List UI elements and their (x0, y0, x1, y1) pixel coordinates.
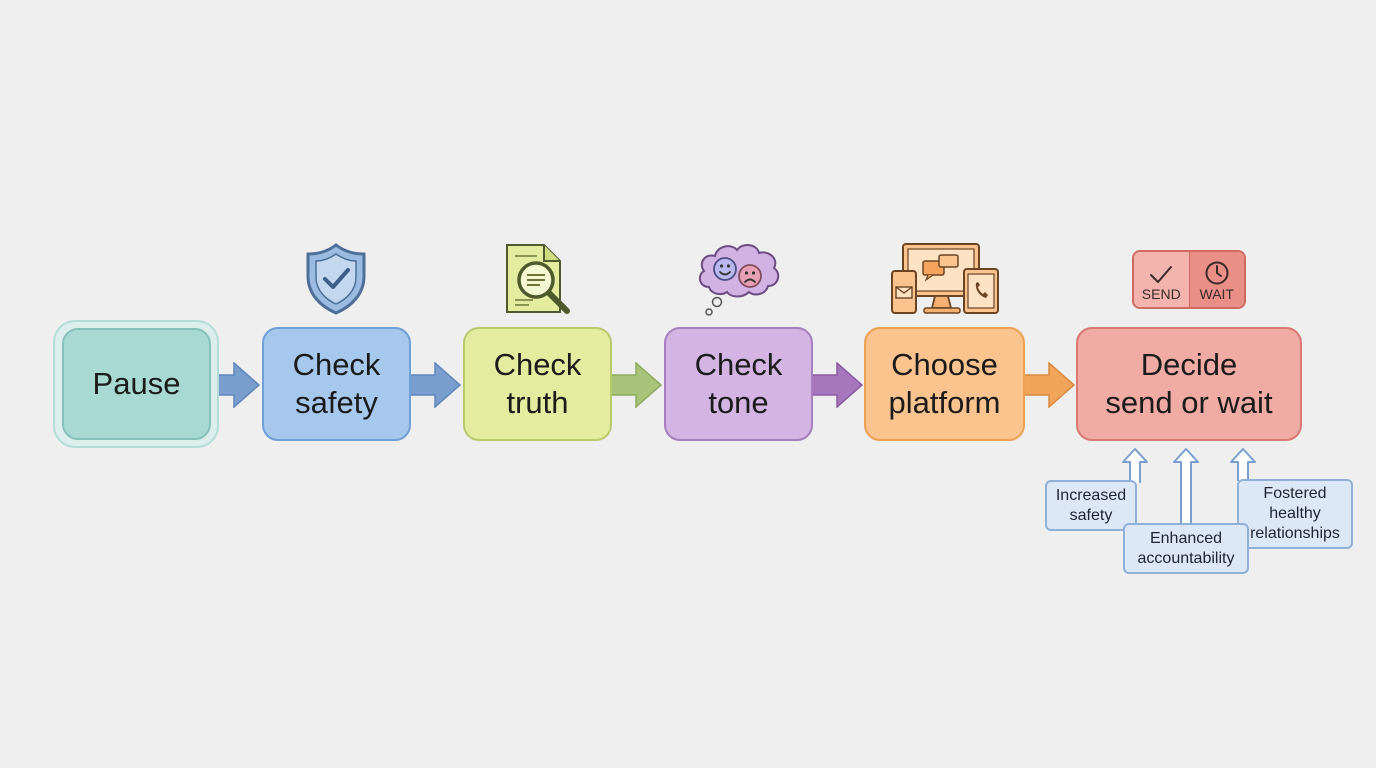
benefit-relations-line1: Fostered (1263, 485, 1327, 502)
step-decide: Decide send or wait (1076, 327, 1302, 441)
step-pause-label: Pause (92, 366, 181, 401)
step-pause: Pause (62, 328, 211, 440)
step-choose-platform-line1: Choose (891, 347, 998, 382)
document-magnifier-icon (506, 244, 570, 314)
step-choose-platform: Choose platform (864, 327, 1025, 441)
step-check-safety-line1: Check (292, 347, 381, 382)
arrow-tone-to-platform (811, 362, 864, 408)
benefit-safety-line1: Increased (1055, 486, 1127, 504)
send-option: SEND (1134, 252, 1190, 307)
benefit-increased-safety: Increased safety (1045, 480, 1137, 531)
thought-bubble-faces-icon (698, 244, 780, 316)
benefit-safety-line2: safety (1069, 506, 1113, 524)
step-decide-line1: Decide (1140, 347, 1238, 382)
send-label: SEND (1141, 286, 1181, 302)
step-choose-platform-line2: platform (888, 385, 1001, 420)
step-check-tone-line1: Check (694, 347, 783, 382)
arrow-truth-to-tone (610, 362, 663, 408)
step-check-tone: Check tone (664, 327, 813, 441)
benefit-arrow-accountability (1173, 448, 1199, 525)
benefit-fostered-relationships: Fostered healthy relationships (1237, 479, 1353, 549)
step-check-truth-line2: truth (506, 385, 569, 420)
step-decide-line2: send or wait (1105, 385, 1273, 420)
benefit-relations-line2: healthy (1269, 505, 1321, 522)
benefit-account-line1: Enhanced (1149, 529, 1223, 547)
benefit-arrow-safety (1122, 448, 1148, 483)
arrow-platform-to-decide (1023, 362, 1076, 408)
step-check-safety-line2: safety (295, 385, 378, 420)
benefit-relations-line3: relationships (1250, 525, 1340, 542)
wait-label: WAIT (1199, 286, 1234, 302)
checkmark-icon (1150, 266, 1173, 283)
benefit-account-line2: accountability (1137, 549, 1235, 567)
shield-check-icon (306, 243, 366, 315)
benefit-enhanced-accountability: Enhanced accountability (1123, 523, 1249, 574)
step-check-tone-line2: tone (708, 385, 769, 420)
wait-option: WAIT (1189, 252, 1244, 307)
arrow-safety-to-truth (409, 362, 462, 408)
step-check-truth-line1: Check (493, 347, 582, 382)
clock-icon (1205, 261, 1229, 285)
devices-icon (891, 243, 999, 314)
step-check-safety: Check safety (262, 327, 411, 441)
send-wait-badge: SEND WAIT (1132, 250, 1246, 309)
benefit-arrow-relationships (1230, 448, 1256, 481)
step-check-truth: Check truth (463, 327, 612, 441)
